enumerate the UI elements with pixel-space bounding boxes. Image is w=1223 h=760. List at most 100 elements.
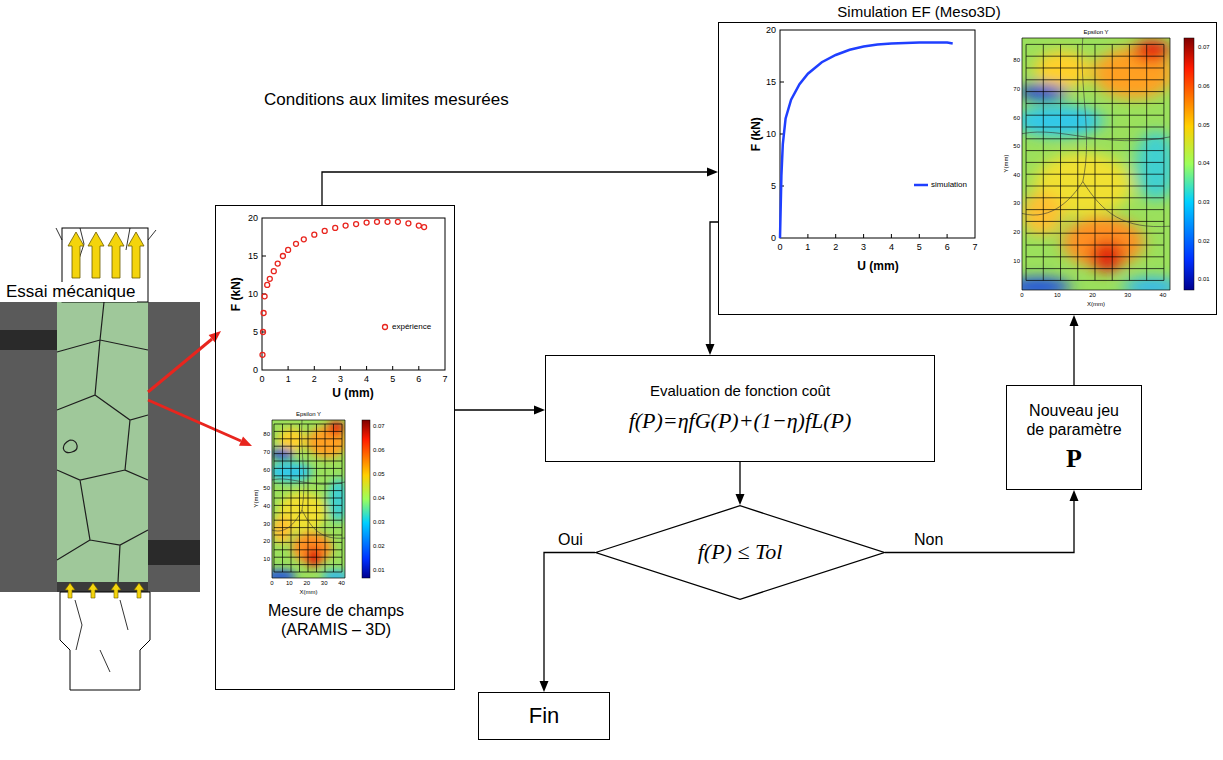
parameter-symbol: P <box>1066 443 1082 474</box>
tick-label: 40 <box>335 580 349 587</box>
connector-line <box>322 172 707 205</box>
diamond-shape <box>596 506 885 600</box>
colorbar-label: 0.06 <box>1198 83 1218 90</box>
reaction-arrow <box>88 583 98 598</box>
tick-label: 20 <box>1085 292 1099 299</box>
tick-label: 20 <box>300 580 314 587</box>
tick-label: 0 <box>770 242 790 253</box>
load-arrow <box>128 232 144 278</box>
grip-crack <box>75 600 128 672</box>
colorbar-label: 0.04 <box>373 495 393 502</box>
tick-label: 0 <box>238 365 258 376</box>
tick-label: 40 <box>1156 292 1170 299</box>
tick-label: 10 <box>1050 292 1064 299</box>
pointer-line <box>148 339 212 392</box>
simulation-panel: Simulation EF (Meso3D) <box>718 22 1217 315</box>
decision-text: f(P) ≤ Tol <box>698 539 783 565</box>
data-markers <box>260 219 427 357</box>
strain-map <box>264 420 350 582</box>
connector-line <box>455 409 534 410</box>
tick-label: 30 <box>1121 292 1135 299</box>
tick-label: 0 <box>756 233 776 244</box>
tick-label: 50 <box>256 485 270 492</box>
tick-label: 10 <box>756 129 776 140</box>
terminal-box: Fin <box>478 692 610 740</box>
tick-label: 10 <box>1006 258 1020 265</box>
tick-label: 10 <box>256 556 270 563</box>
specimen-photo <box>0 228 200 690</box>
tick-label: 7 <box>435 374 455 385</box>
panel-caption: Mesure de champs (ARAMIS – 3D) <box>256 601 416 639</box>
tick-label: 70 <box>256 449 270 456</box>
box-label: Fin <box>529 703 560 729</box>
legend-marker <box>914 184 928 187</box>
load-arrow <box>108 232 124 278</box>
tick-label: 20 <box>256 538 270 545</box>
tick-mark <box>262 256 419 370</box>
machine-jaw <box>0 302 200 592</box>
tick-label: 1 <box>278 374 298 385</box>
colorbar-label: 0.02 <box>373 543 393 550</box>
decision-diamond: f(P) ≤ Tol <box>595 505 885 600</box>
colorbar-label: 0.05 <box>1198 122 1218 129</box>
axis-title: U (mm) <box>838 259 918 273</box>
axis-title: Y(mm) <box>253 484 260 514</box>
axis-title: U (mm) <box>313 386 393 400</box>
tick-label: 3 <box>330 374 350 385</box>
tick-label: 50 <box>1006 143 1020 150</box>
colorbar <box>1184 38 1194 290</box>
tick-mark <box>780 82 947 238</box>
tick-label: 6 <box>409 374 429 385</box>
colorbar-label: 0.06 <box>373 447 393 454</box>
machine-jaw <box>0 302 57 592</box>
arrowhead <box>1070 490 1079 501</box>
box-heading: Evaluation de fonction coût <box>650 382 830 400</box>
grip <box>60 592 150 690</box>
axis-title: F (kN) <box>749 104 763 164</box>
connector <box>455 406 545 415</box>
connector-line <box>885 501 1074 553</box>
colorbar-label: 0.01 <box>373 567 393 574</box>
colorbar-label: 0.01 <box>1198 276 1218 283</box>
figure-label: Essai mécanique <box>4 282 137 302</box>
arrowhead <box>540 681 549 692</box>
pointer-head <box>239 437 252 447</box>
tick-label: 30 <box>1006 200 1020 207</box>
connector-line <box>710 222 718 344</box>
tick-label: 5 <box>756 181 776 192</box>
axis-title: X(mm) <box>294 589 324 596</box>
load-arrow <box>88 232 104 278</box>
connector <box>1070 315 1079 385</box>
reaction-arrow <box>134 583 144 598</box>
tick-label: 30 <box>256 521 270 528</box>
connector <box>736 462 745 505</box>
reaction-arrow <box>65 583 75 598</box>
machine-jaw <box>148 302 200 592</box>
colorbar <box>362 420 370 578</box>
connector <box>885 490 1079 553</box>
tick-label: 1 <box>798 242 818 253</box>
tick-label: 20 <box>238 213 258 224</box>
tick-label: 80 <box>256 431 270 438</box>
map-title: Epsilon Y <box>284 411 334 418</box>
chart-legend-text: expérience <box>392 322 452 332</box>
pointer-arrow <box>148 331 252 446</box>
tick-label: 15 <box>238 251 258 262</box>
connector-line <box>544 553 595 682</box>
colorbar-label: 0.02 <box>1198 238 1218 245</box>
tick-label: 10 <box>238 289 258 300</box>
edge-label: Non <box>912 530 945 549</box>
machine-jaw <box>0 330 57 350</box>
colorbar-label: 0.05 <box>373 471 393 478</box>
specimen <box>57 302 148 582</box>
panel-title: Simulation EF (Meso3D) <box>799 3 1039 21</box>
grain-boundary <box>57 302 148 582</box>
cost-formula: f(P)=ηfG(P)+(1−η)fL(P) <box>629 408 852 434</box>
connector <box>322 168 718 206</box>
colorbar-label: 0.07 <box>1198 44 1218 51</box>
process-box: Evaluation de fonction coût f(P)=ηfG(P)+(… <box>545 355 935 462</box>
tick-label: 6 <box>937 242 957 253</box>
tick-label: 2 <box>826 242 846 253</box>
tick-label: 3 <box>854 242 874 253</box>
map-title: Epsilon Y <box>1071 29 1121 36</box>
